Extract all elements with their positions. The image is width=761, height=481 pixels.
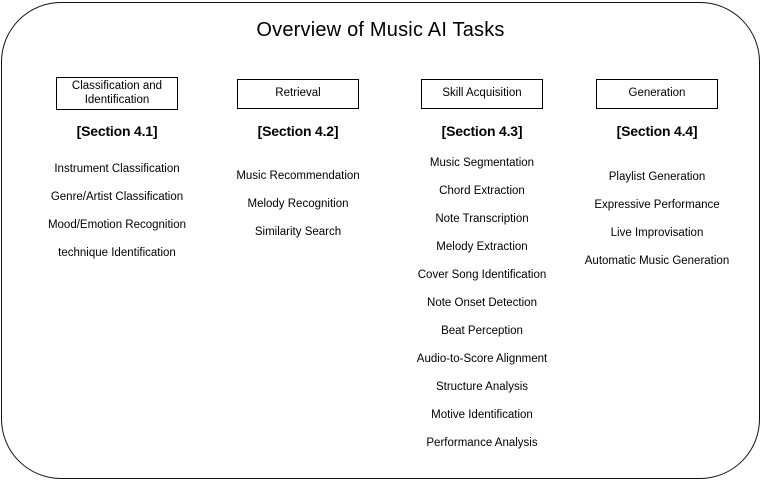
- task-item: Audio-to-Score Alignment: [416, 353, 548, 365]
- task-item: Expressive Performance: [594, 199, 720, 211]
- category-box-retrieval: Retrieval: [237, 79, 359, 109]
- task-item: Live Improvisation: [610, 227, 704, 239]
- task-item: Playlist Generation: [608, 171, 706, 183]
- task-item: Motive Identification: [431, 409, 533, 421]
- category-box-skill-acquisition: Skill Acquisition: [421, 79, 543, 109]
- section-reference-4-4: [Section 4.4]: [616, 123, 698, 139]
- task-item: Melody Extraction: [436, 241, 528, 253]
- task-item: Music Recommendation: [236, 170, 360, 182]
- section-reference-4-2: [Section 4.2]: [257, 123, 339, 139]
- column-classification-and-identification: Classification and Identification [Secti…: [17, 3, 217, 478]
- column-generation: Generation [Section 4.4] Playlist Genera…: [557, 3, 757, 478]
- category-box-label: Classification and Identification: [71, 80, 163, 106]
- task-item: Cover Song Identification: [417, 269, 547, 281]
- category-box-label: Generation: [628, 87, 686, 100]
- category-box-label: Retrieval: [275, 87, 321, 100]
- task-item: Performance Analysis: [426, 437, 538, 449]
- task-item: Chord Extraction: [439, 185, 525, 197]
- task-item: Similarity Search: [254, 226, 342, 238]
- section-reference-4-3: [Section 4.3]: [441, 123, 523, 139]
- task-item: Mood/Emotion Recognition: [47, 219, 187, 231]
- task-item: technique Identification: [58, 247, 176, 259]
- task-item: Melody Recognition: [247, 198, 349, 210]
- category-box-generation: Generation: [596, 79, 718, 109]
- task-item: Genre/Artist Classification: [50, 191, 184, 203]
- task-item: Structure Analysis: [435, 381, 529, 393]
- column-skill-acquisition: Skill Acquisition [Section 4.3] Music Se…: [382, 3, 582, 478]
- page-title: Overview of Music AI Tasks: [256, 19, 505, 41]
- category-box-label: Skill Acquisition: [442, 87, 522, 100]
- category-box-classification-and-identification: Classification and Identification: [56, 77, 178, 110]
- task-item: Automatic Music Generation: [584, 255, 730, 267]
- task-item: Instrument Classification: [54, 163, 180, 175]
- section-reference-4-1: [Section 4.1]: [76, 123, 158, 139]
- column-retrieval: Retrieval [Section 4.2] Music Recommenda…: [198, 3, 398, 478]
- task-item: Note Transcription: [435, 213, 529, 225]
- task-item: Music Segmentation: [429, 157, 535, 169]
- task-item: Beat Perception: [441, 325, 523, 337]
- task-item: Note Onset Detection: [427, 297, 537, 309]
